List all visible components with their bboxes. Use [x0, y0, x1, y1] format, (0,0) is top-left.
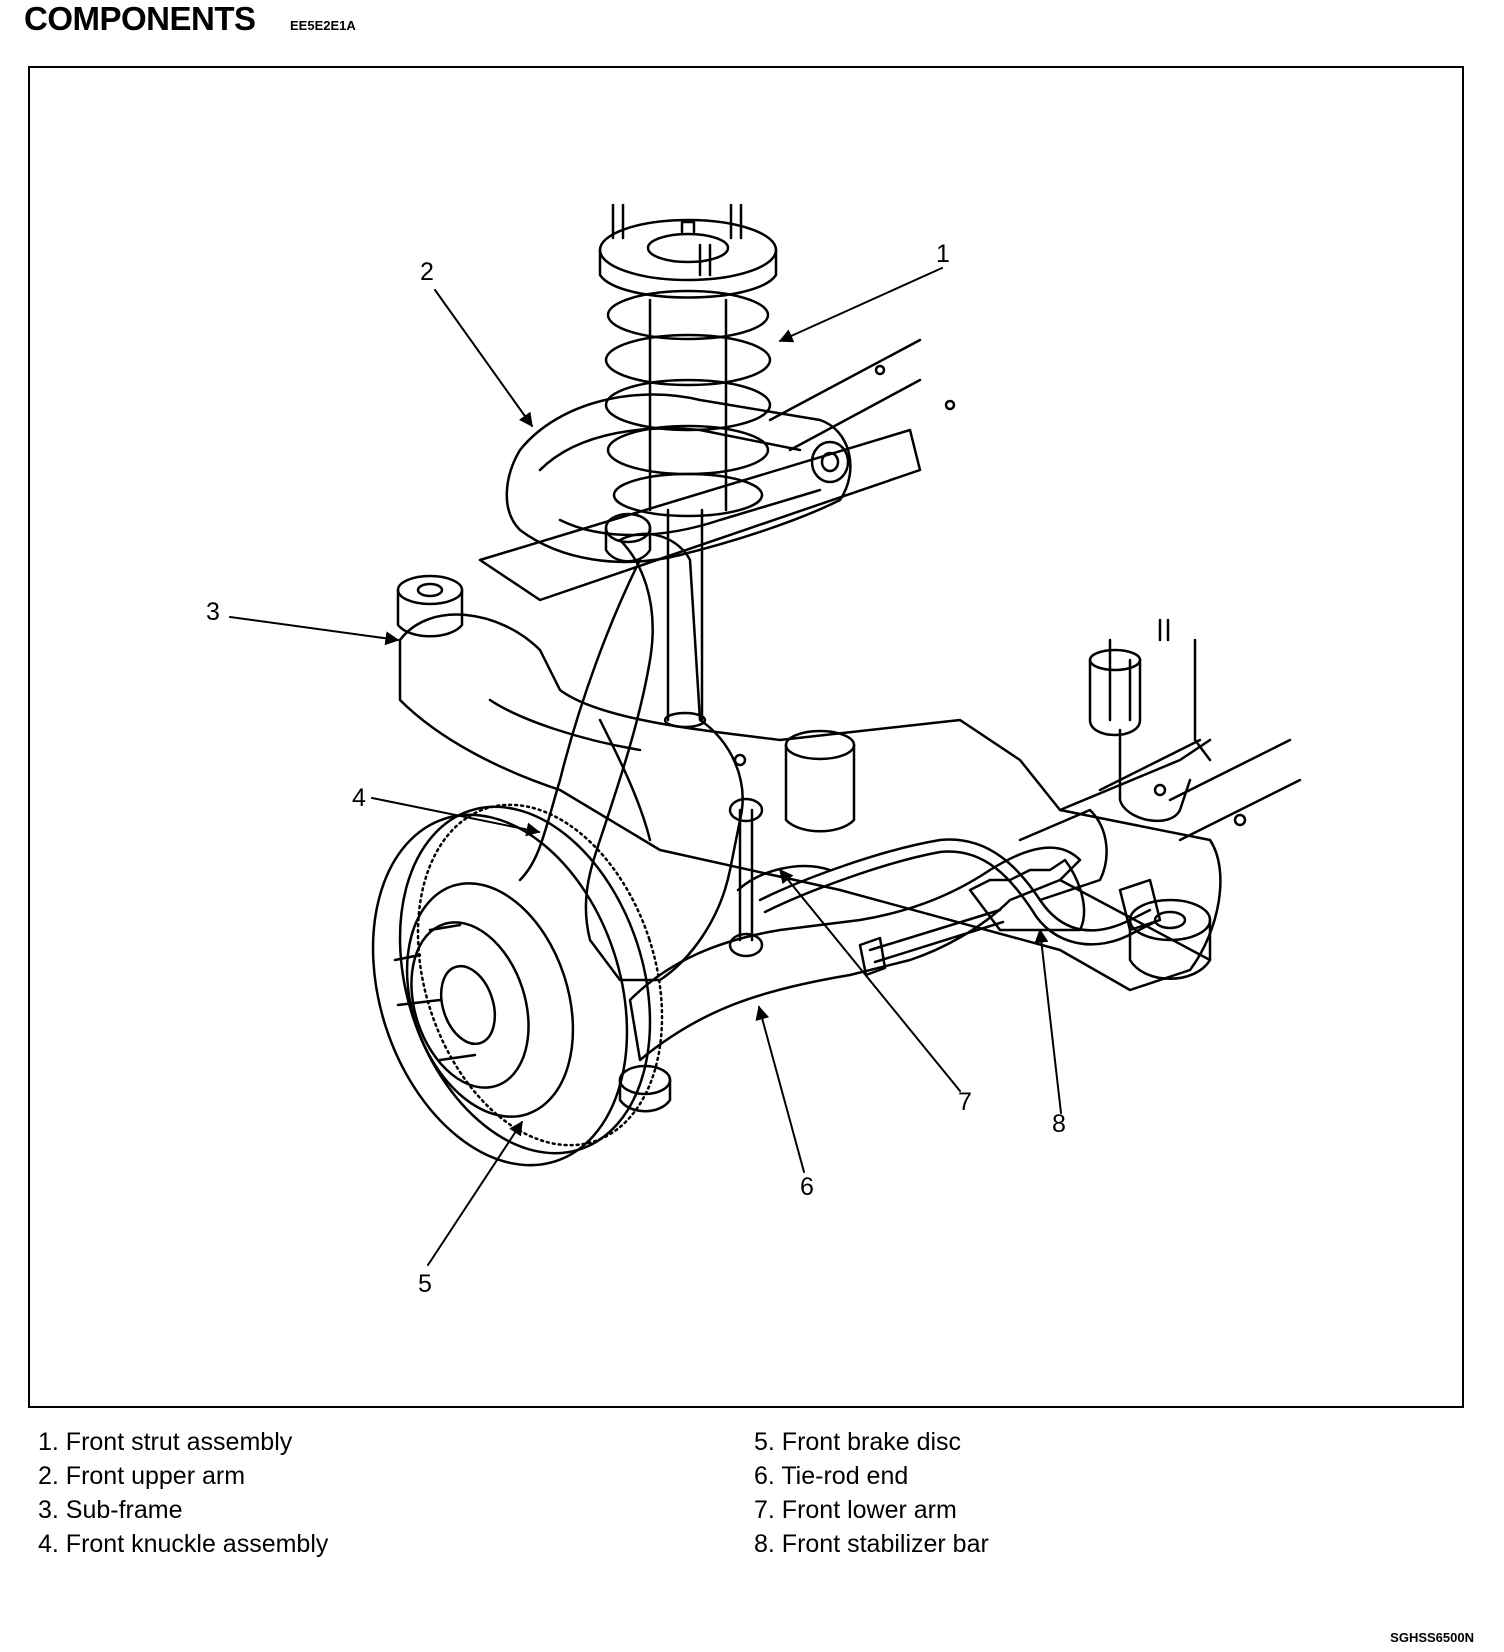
brake-disc-drawing [371, 803, 664, 1167]
steering-gear-drawing [1088, 618, 1302, 842]
legend-left: 1. Front strut assembly 2. Front upper a… [38, 1425, 328, 1561]
callout-1: 1 [936, 240, 950, 268]
reference-code: SGHSS6500N [1390, 1630, 1474, 1645]
legend-item: 3. Sub-frame [38, 1496, 183, 1524]
callout-8: 8 [1052, 1110, 1066, 1138]
callout-5: 5 [418, 1270, 432, 1298]
legend-right: 5. Front brake disc 6. Tie-rod end 7. Fr… [754, 1425, 989, 1561]
sub-frame-drawing [396, 338, 1222, 992]
callout-6: 6 [800, 1173, 814, 1201]
legend-item: 4. Front knuckle assembly [38, 1530, 329, 1558]
legend-item: 6. Tie-rod end [754, 1462, 909, 1490]
legend-item: 5. Front brake disc [754, 1428, 962, 1456]
knuckle-drawing [518, 512, 744, 982]
legend-item: 2. Front upper arm [38, 1462, 246, 1490]
page-title: COMPONENTS [24, 0, 256, 37]
legend-item: 7. Front lower arm [754, 1496, 957, 1524]
diagram-frame [28, 66, 1464, 1408]
tie-rod-drawing [858, 808, 1108, 977]
legend-item: 8. Front stabilizer bar [754, 1530, 989, 1558]
legend-item: 1. Front strut assembly [38, 1428, 293, 1456]
stabilizer-bar-drawing [728, 797, 1162, 958]
callout-4: 4 [352, 784, 366, 812]
section-code: EE5E2E1A [290, 18, 356, 33]
callout-7: 7 [958, 1088, 972, 1116]
callout-2: 2 [420, 258, 434, 286]
strut-drawing [598, 203, 778, 729]
callout-3: 3 [206, 598, 220, 626]
lower-arm-drawing [618, 846, 1082, 1113]
leader-lines [229, 267, 1062, 1266]
